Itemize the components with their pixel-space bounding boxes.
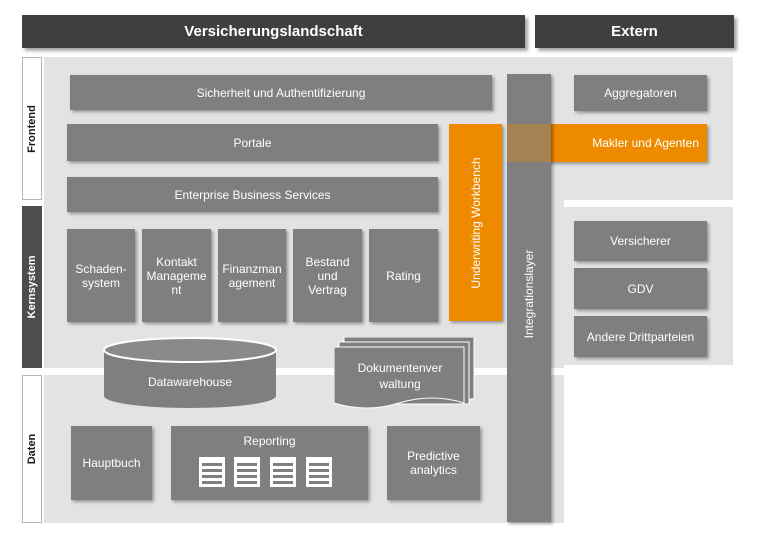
bestand-vertrag-box: Bestand und Vertrag [293, 229, 362, 322]
reporting-label: Reporting [243, 434, 296, 448]
versicherer-box: Versicherer [574, 221, 707, 261]
ebs-box: Enterprise Business Services [67, 177, 438, 212]
dokumentenverwaltung-shape [334, 337, 475, 409]
kernsystem-label-text: Kernsystem [26, 255, 38, 319]
makler-overlap [507, 124, 551, 162]
header-versicherungslandschaft: Versicherungslandschaft [22, 15, 525, 48]
andere-drittparteien-box: Andere Drittparteien [574, 316, 707, 357]
rating-box: Rating [369, 229, 438, 322]
section-label-frontend: Frontend [22, 57, 42, 200]
sicherheit-box: Sicherheit und Authentifizierung [70, 75, 492, 110]
integrationslayer-label: Integrationslayer [522, 249, 536, 339]
document-icon [199, 457, 225, 487]
dokumentenverwaltung-label: Dokumentenver waltung [357, 361, 443, 391]
datawarehouse-cylinder [103, 337, 277, 408]
aggregatoren-box: Aggregatoren [574, 75, 707, 111]
predictive-analytics-box: Predictive analytics [387, 426, 480, 500]
integrationslayer-box: Integrationslayer [507, 74, 551, 522]
header-extern: Extern [535, 15, 734, 48]
section-label-kernsystem: Kernsystem [22, 206, 42, 368]
hauptbuch-box: Hauptbuch [71, 426, 152, 500]
schadensystem-box: Schaden- system [67, 229, 135, 322]
underwriting-label: Underwriting Workbench [468, 156, 483, 289]
section-label-daten: Daten [22, 375, 42, 523]
document-icon [234, 457, 260, 487]
daten-label-text: Daten [26, 433, 38, 465]
finanzmanagement-box: Finanzman agement [218, 229, 286, 322]
frontend-label-text: Frontend [26, 104, 38, 153]
kontakt-management-box: Kontakt Manageme nt [142, 229, 211, 322]
document-icon [306, 457, 332, 487]
portale-box: Portale [67, 124, 438, 161]
gdv-box: GDV [574, 268, 707, 309]
underwriting-workbench-box: Underwriting Workbench [449, 124, 502, 321]
datawarehouse-label: Datawarehouse [147, 375, 233, 389]
document-icon [270, 457, 296, 487]
